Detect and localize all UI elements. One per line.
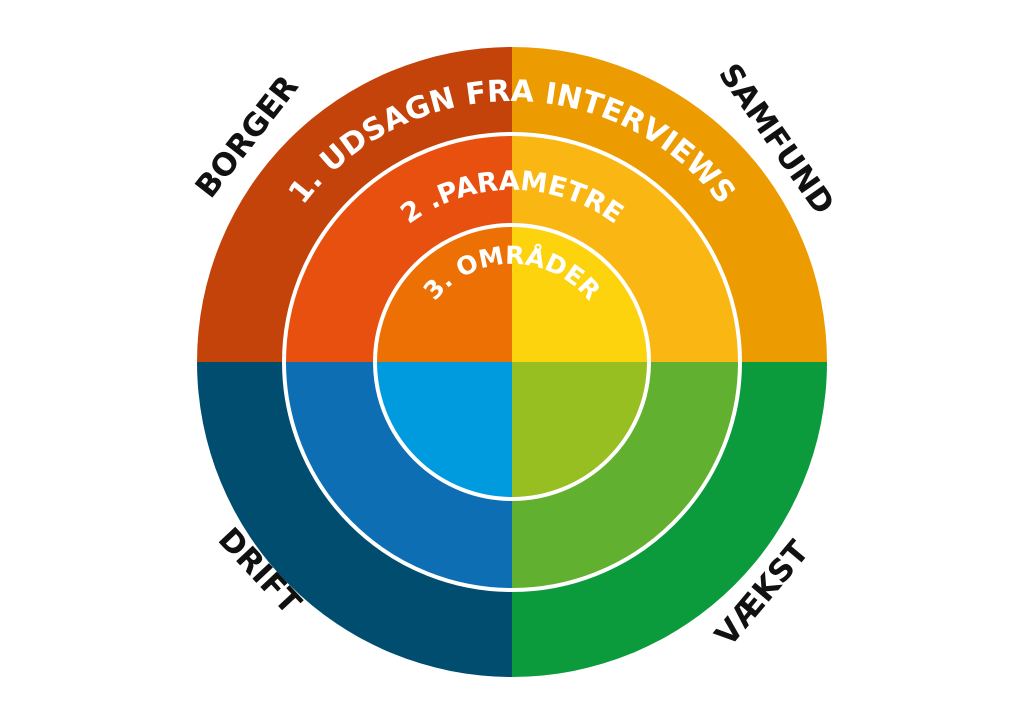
ring-3-sector-bottom-left [375,362,512,499]
ring-separator-outer [282,132,742,592]
ring-separator-inner [373,223,651,501]
ring-3-sector-top-left [375,225,512,362]
ring-3-sector-top-right [512,225,649,362]
ring-3-sector-bottom-right [512,362,649,499]
ring-sectors [197,47,827,677]
